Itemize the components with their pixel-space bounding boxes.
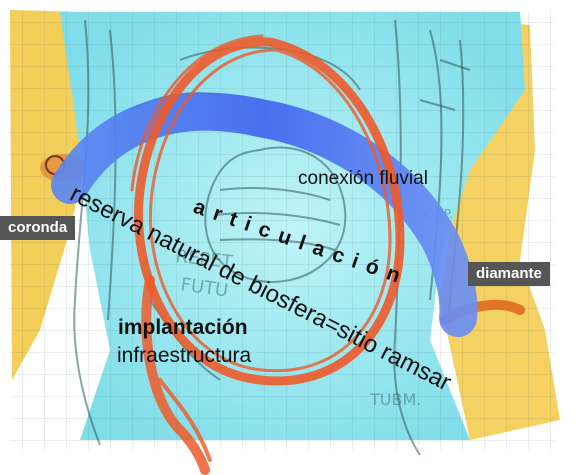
coronda-label: coronda <box>0 216 75 240</box>
infraestructura-label: infraestructura <box>117 344 251 368</box>
implantacion-label: implantación <box>118 316 248 340</box>
svg-text:TUBM.: TUBM. <box>369 390 421 409</box>
diamante-label: diamante <box>468 262 550 286</box>
conexion-fluvial-label: conexión fluvial <box>298 168 428 190</box>
